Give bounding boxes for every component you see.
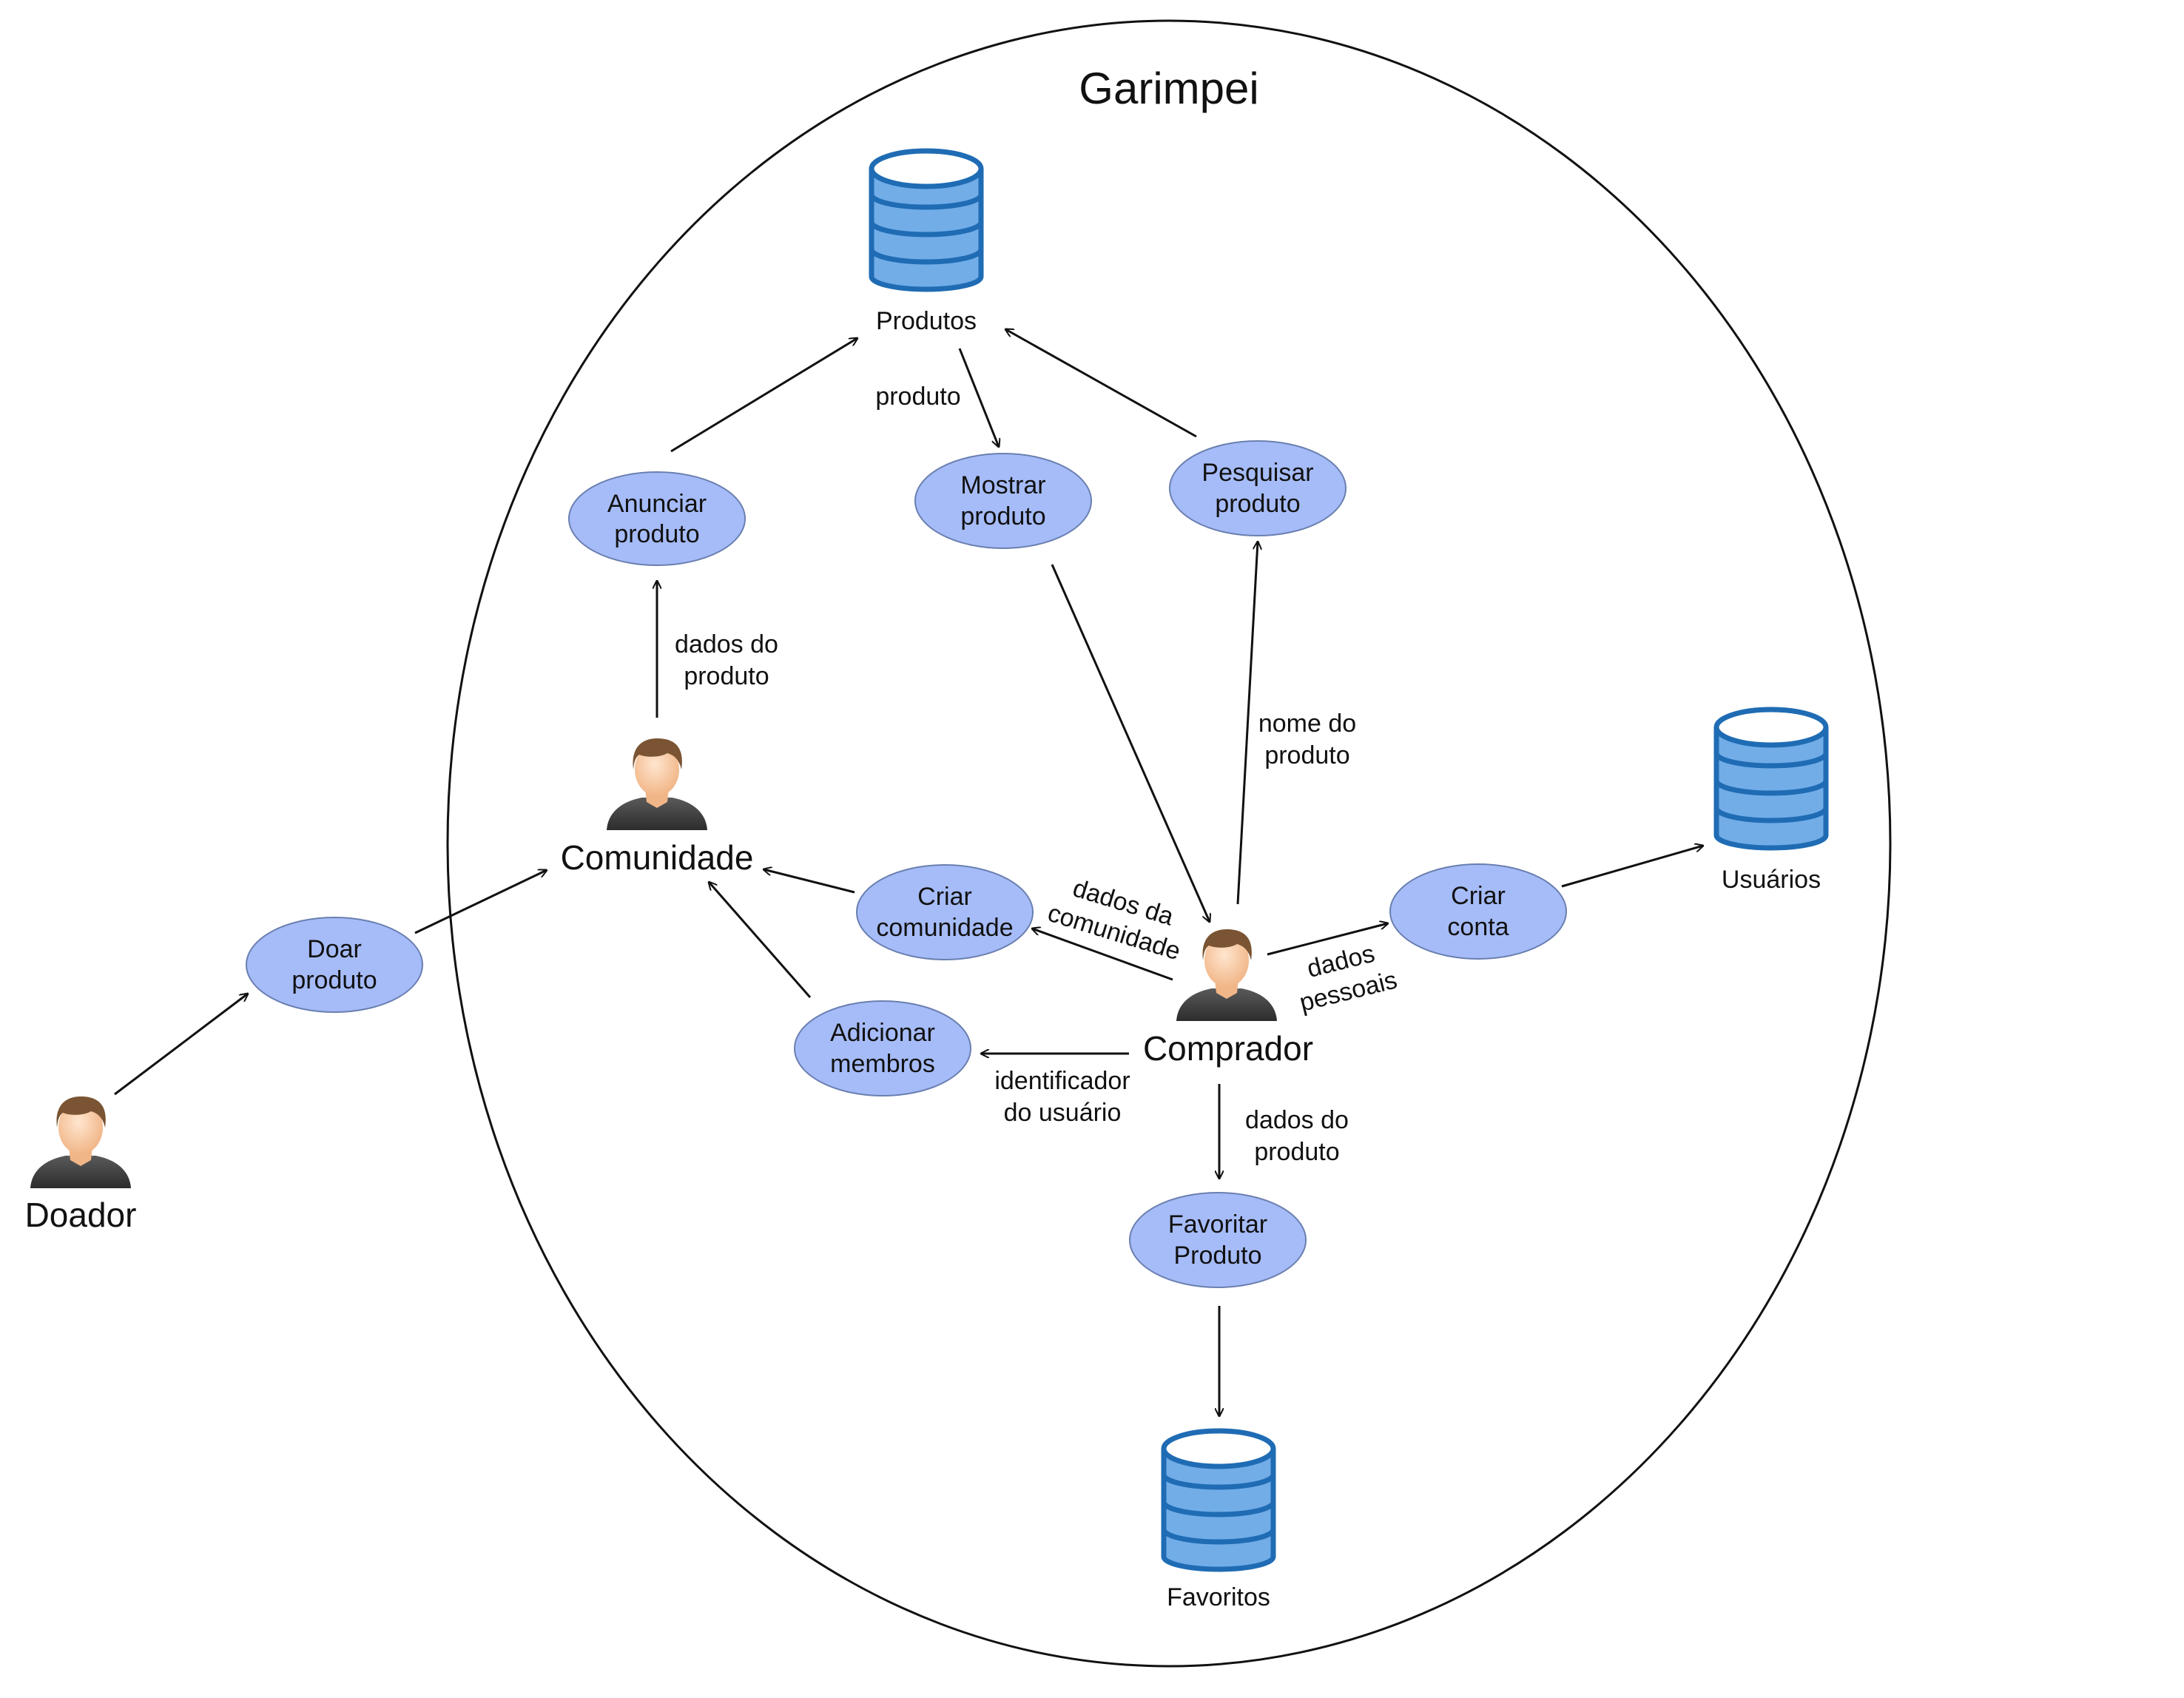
flow-label-line-2: do usuário <box>1004 1099 1122 1127</box>
flow-label-line-2: produto <box>684 662 769 690</box>
store-produtos-label: Produtos <box>876 307 977 335</box>
process-label-line-1: Pesquisar <box>1201 459 1313 487</box>
flow-label-identificador-do-usuario: identificador do usuário <box>994 1067 1130 1127</box>
store-favoritos: Favoritos <box>1164 1431 1273 1611</box>
process-label-line-2: produto <box>291 966 377 994</box>
store-favoritos-label: Favoritos <box>1167 1583 1270 1611</box>
flow-doador-to-doar <box>114 994 248 1096</box>
flow-label-line-1: identificador <box>994 1067 1130 1095</box>
process-criar-conta[interactable]: Criar conta <box>1389 863 1567 960</box>
flow-label-nome-do-produto: nome do produto <box>1258 710 1356 769</box>
user-icon <box>1176 929 1277 1021</box>
process-adicionar-membros[interactable]: Adicionar membros <box>794 1000 971 1096</box>
system-boundary <box>446 19 1892 1668</box>
process-label-line-1: Anunciar <box>607 490 707 518</box>
process-label-line-2: produto <box>614 520 699 548</box>
process-label-line-2: conta <box>1447 913 1509 941</box>
actor-doador-label: Doador <box>25 1196 137 1234</box>
actor-doador[interactable]: Doador <box>25 1096 137 1234</box>
flow-comprador-to-criar-conta <box>1267 923 1388 956</box>
process-doar-produto[interactable]: Doar produto <box>246 917 423 1013</box>
database-icon <box>872 151 981 289</box>
process-label-line-1: Adicionar <box>830 1019 935 1047</box>
flow-label-dados-pessoais: dados pessoais <box>1297 940 1400 1017</box>
store-usuarios: Usuários <box>1716 710 1826 894</box>
process-label-line-2: membros <box>830 1050 935 1078</box>
process-label-line-2: produto <box>960 502 1045 530</box>
actor-comunidade[interactable]: Comunidade <box>561 738 754 877</box>
flow-doar-to-comunidade <box>414 870 547 934</box>
system-title: Garimpei <box>1079 64 1258 113</box>
flow-criar-comunidade-to-comunidade <box>764 869 855 894</box>
flow-criar-conta-to-usuarios <box>1561 846 1703 888</box>
actor-comunidade-label: Comunidade <box>561 838 754 877</box>
flow-anunciar-to-produtos <box>670 338 857 453</box>
process-label-line-2: produto <box>1215 490 1300 518</box>
actor-comprador[interactable]: Comprador <box>1143 929 1313 1068</box>
flow-pesquisar-to-produtos <box>1005 329 1197 438</box>
process-mostrar-produto[interactable]: Mostrar produto <box>914 453 1092 549</box>
process-pesquisar-produto[interactable]: Pesquisar produto <box>1169 440 1347 536</box>
process-anunciar-produto[interactable]: Anunciar produto <box>568 471 746 566</box>
process-label-line-1: Favoritar <box>1168 1210 1267 1239</box>
flow-label-line-1: nome do <box>1258 710 1356 738</box>
flow-comprador-to-criar-comunidade <box>1032 929 1173 981</box>
flow-label-produto: produto <box>875 383 960 411</box>
user-icon <box>30 1096 131 1188</box>
flow-label-line-1: dados do <box>1245 1106 1349 1134</box>
process-label-line-2: Produto <box>1173 1242 1261 1270</box>
user-icon <box>607 738 707 830</box>
flow-adicionar-to-comunidade <box>709 882 812 998</box>
process-label-line-1: Criar <box>917 883 972 911</box>
process-label-line-1: Mostrar <box>960 471 1045 499</box>
database-icon <box>1164 1431 1273 1569</box>
flow-label-line-2: produto <box>1254 1138 1339 1166</box>
process-label-line-1: Criar <box>1451 882 1506 910</box>
store-produtos: Produtos <box>872 151 981 335</box>
flow-comprador-to-pesquisar <box>1236 542 1258 905</box>
flow-label-line-2: produto <box>1264 741 1349 769</box>
process-label-line-1: Doar <box>307 935 362 963</box>
flow-produtos-to-mostrar <box>958 348 999 447</box>
store-usuarios-label: Usuários <box>1722 866 1821 894</box>
actor-comprador-label: Comprador <box>1143 1029 1313 1068</box>
process-label-line-2: comunidade <box>876 914 1013 942</box>
flow-label-line-1: dados do <box>675 630 778 658</box>
flow-label-dados-da-comunidade: dados da comunidade <box>1045 874 1184 966</box>
flow-mostrar-to-comprador <box>1051 564 1210 922</box>
process-favoritar-produto[interactable]: Favoritar Produto <box>1129 1192 1307 1288</box>
flow-label-dados-do-produto-anunciar: dados do produto <box>675 630 778 690</box>
flow-connectors <box>114 329 1703 1416</box>
database-icon <box>1716 710 1826 848</box>
flow-label-dados-do-produto-favoritar: dados do produto <box>1245 1106 1349 1166</box>
process-criar-comunidade[interactable]: Criar comunidade <box>856 864 1034 960</box>
